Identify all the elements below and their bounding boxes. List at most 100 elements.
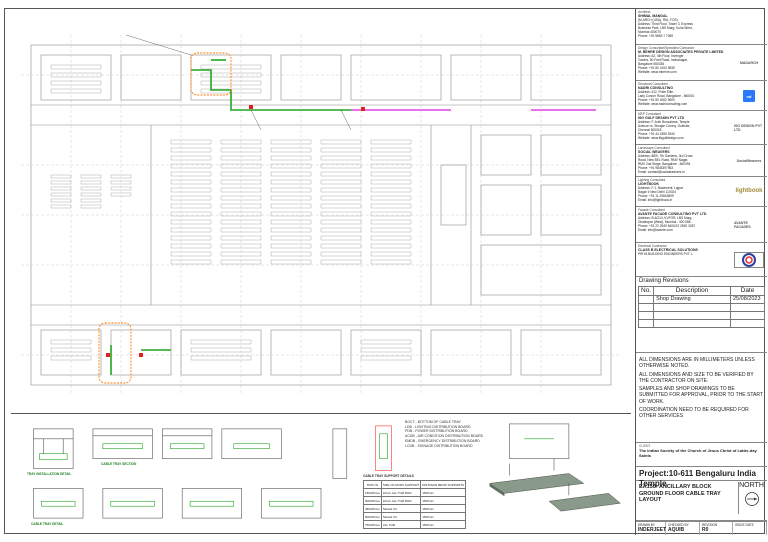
note: COORDINATION NEED TO BE REQUIRED FOR OTH… xyxy=(639,406,749,419)
logo-text: lightbook xyxy=(735,188,763,195)
consultant-firm: SHIMAL MANGAL xyxy=(638,14,668,18)
support-col-header: DISTANCE BETW SUPPORTS xyxy=(420,480,467,489)
footer-value: INDERJEET xyxy=(638,527,667,533)
north-indicator: NORTH xyxy=(738,482,764,514)
cell xyxy=(637,319,655,329)
consultant-role: Facade Consultant xyxy=(638,208,665,212)
electrical-logo-icon xyxy=(742,253,756,267)
north-arrow-icon xyxy=(744,491,759,506)
cell xyxy=(653,303,731,313)
detail-caption: TRAY INSTALLATION DETAIL xyxy=(27,472,72,476)
drawing-title-block: EA150- ANCILLARY BLOCK GROUND FLOOR CABL… xyxy=(636,481,767,521)
consultant-logo: ISG DESIGN PVT LTD xyxy=(734,120,764,136)
cell xyxy=(730,319,765,329)
drawing-sheet: BOCT - BOTTOM OF CABLE TRAY LDB - LIGHTI… xyxy=(4,8,767,535)
floor-plan xyxy=(11,15,631,415)
rev-col-header: Date xyxy=(730,285,765,297)
revisions-heading: Drawing Revisions xyxy=(639,278,689,284)
cell: 300x50mm xyxy=(363,496,382,505)
consultant-line: Website: www.ifsgulfdesign.com xyxy=(638,136,684,141)
footer-value: R0 xyxy=(702,527,709,533)
table-row: 750x50mm ALL THR 1500mm xyxy=(363,520,467,529)
cell: 1500mm xyxy=(420,504,467,513)
consultant-line: Phone: +91 44 4359 5340 xyxy=(638,132,675,137)
table-row xyxy=(637,303,765,313)
logo-text: ISG DESIGN PVT LTD xyxy=(734,123,763,132)
table-row: Shop Drawing 25/08/2023 xyxy=(637,295,765,305)
consultant-logo: lightbook xyxy=(734,184,764,200)
note: ALL DIMENSIONS AND SIZE TO BE VERIFIED B… xyxy=(639,371,754,384)
client-name: The Indian Society of the Church of Jesu… xyxy=(639,448,757,458)
consultant-line: Phone: +91 80 4062 9600 xyxy=(638,98,675,103)
cell: 750x50mm xyxy=(363,520,382,529)
support-table: TRAY W SIZE OF RODS SUPPORT DISTANCE BET… xyxy=(363,480,467,529)
consultant-line: Phone: +91 11 29843899 xyxy=(638,194,674,199)
consultant-line: Address: B-6/214, KVFOR, LBS Marg, xyxy=(638,216,693,221)
consultant-line: PRIYA BUILDING ENGINEERS PVT. L xyxy=(638,252,694,257)
consultant-line: Website: www.nadriconsulting.com xyxy=(638,102,688,107)
rev-col-header: No. xyxy=(637,285,655,297)
revisions-table: No. Description Date Shop Drawing 25/08/… xyxy=(637,285,765,329)
consultant-line: Ghatkopar (West), Mumbai - 400 086 xyxy=(638,220,691,225)
client-label: CLIENT xyxy=(639,444,651,448)
north-label: NORTH xyxy=(739,482,764,489)
consultant-role: Lighting Consultant xyxy=(638,178,666,182)
cell xyxy=(637,295,655,305)
legend-item: LDB - LIGHTING DISTRIBUTION BOARD xyxy=(405,424,471,429)
consultant-line: Email: info@avante.com xyxy=(638,228,673,233)
consultant-line: Address: F-1, Basement, Lajpat xyxy=(638,186,683,191)
consultant-line: Bangalore 560038 xyxy=(638,62,665,67)
cell: 1500mm xyxy=(420,488,467,497)
consultant-line: Website: www.mbehre.com xyxy=(638,70,677,75)
consultant-line: Business Park, LBS Marg, Kurla West, xyxy=(638,26,693,31)
table-row xyxy=(637,319,765,329)
consultant-line: Mumbai 400070 xyxy=(638,30,661,35)
consultant-line: (M.ARCH (USA), RIA, FOS) xyxy=(638,18,678,23)
support-col-header: SIZE OF RODS SUPPORT xyxy=(380,480,422,489)
table-row: 600x50mm Slotted Ch. 1500mm xyxy=(363,512,467,521)
cell: 10mm ALL THR ROD xyxy=(380,488,422,497)
cell: 450x50mm xyxy=(363,504,382,513)
table-row: 450x50mm Slotted Ch. 1500mm xyxy=(363,504,467,513)
consultant-role: Structural Consultant xyxy=(638,82,668,86)
general-notes: ALL DIMENSIONS ARE IN MILLIMETERS UNLESS… xyxy=(636,353,767,443)
footer-label: DRAWN BY xyxy=(638,523,656,527)
cell: 10mm ALL THR ROD xyxy=(380,496,422,505)
support-table-caption: CABLE TRAY SUPPORT DETAILS xyxy=(363,474,414,478)
floor-plan-drawing xyxy=(21,34,621,395)
consultant-firm: SOCIAL WEAVERS xyxy=(638,150,670,154)
support-col-header: TRAY W xyxy=(363,480,382,489)
consultant-line: Phone: +91 80 4153 9835 xyxy=(638,66,675,71)
consultant-line: Email: info@lightbook.in xyxy=(638,198,673,203)
note: SAMPLES AND SHOP DRAWINGS TO BE SUBMITTE… xyxy=(639,386,763,405)
table-row: 150x50mm 10mm ALL THR ROD 1500mm xyxy=(363,488,467,497)
consultant-logo xyxy=(734,252,764,268)
cell: 1500mm xyxy=(420,496,467,505)
consultant-line: Address: 88/9, 7th Gardens, 3rd Cross xyxy=(638,154,693,159)
consultant-line: RMV 2nd Stage, Bangalore - 560094 xyxy=(638,162,691,167)
consultant-role: Architect xyxy=(638,10,651,14)
table-row: 300x50mm 10mm ALL THR ROD 1500mm xyxy=(363,496,467,505)
client-block: CLIENT The Indian Society of the Church … xyxy=(636,443,767,467)
consultant-line: Avenue re, Shrajan Colony, Gokhale, xyxy=(638,124,691,129)
project-title: Project:10-611 Bengaluru India Temple xyxy=(639,469,756,488)
consultant-firm: LIGHTBOOK xyxy=(638,182,659,186)
consultant-logo: MADARCH xyxy=(734,55,764,71)
consultant-line: Nagar II New Delhi 110024 xyxy=(638,190,677,195)
consultant-line: Address: A2, 4th Floor, Invenger xyxy=(638,54,684,59)
abbreviation-legend: BOCT - BOTTOM OF CABLE TRAY LDB - LIGHTI… xyxy=(405,420,483,448)
logo-text: MADARCH xyxy=(739,60,759,65)
cell xyxy=(637,311,655,321)
cell: Slotted Ch. xyxy=(380,504,422,513)
